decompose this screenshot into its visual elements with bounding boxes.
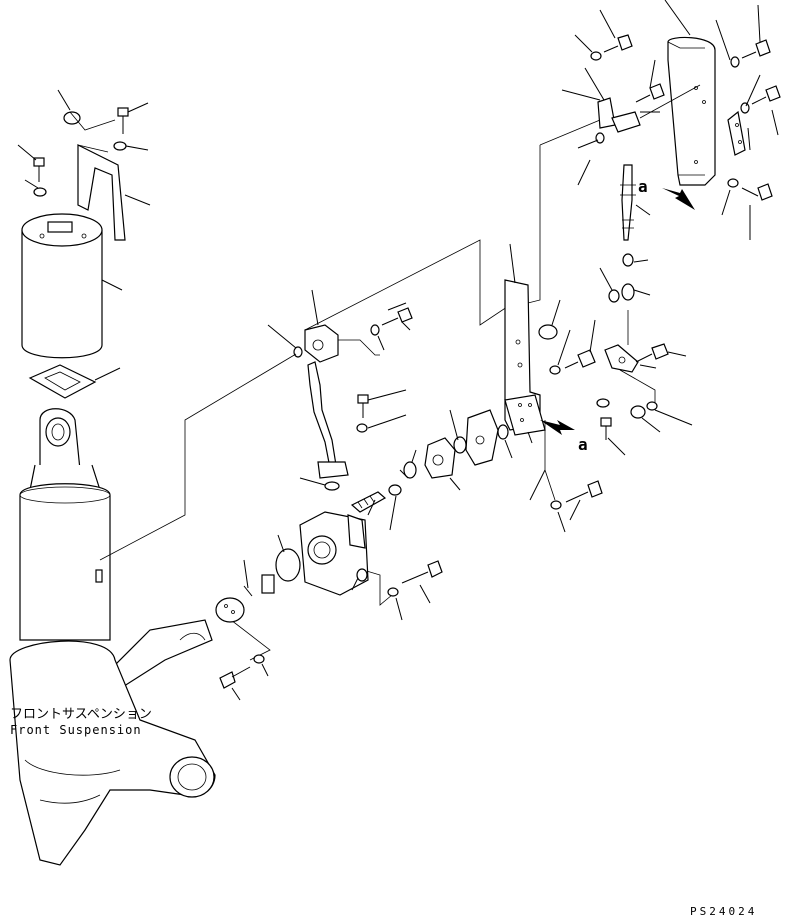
bolt bbox=[401, 560, 443, 584]
mounting-bracket bbox=[449, 243, 603, 533]
view-marker-a-top: a bbox=[638, 177, 648, 196]
bolt bbox=[600, 417, 612, 440]
bolt bbox=[603, 34, 633, 53]
bolt bbox=[565, 480, 603, 503]
pipe-assembly bbox=[267, 289, 380, 491]
bolt bbox=[219, 666, 251, 689]
bolt bbox=[117, 107, 129, 134]
front-suspension-label-jp: フロントサスペンション bbox=[10, 707, 152, 722]
front-suspension-body bbox=[9, 408, 216, 866]
cover-plate bbox=[561, 0, 781, 240]
bolt bbox=[635, 343, 669, 363]
valve-body bbox=[215, 302, 461, 701]
cable-assembly bbox=[596, 164, 693, 456]
bolt bbox=[357, 394, 369, 418]
bolt bbox=[751, 85, 781, 105]
bolt bbox=[741, 183, 773, 201]
bolt bbox=[33, 157, 45, 182]
connection-lines bbox=[99, 119, 656, 661]
bolt bbox=[381, 307, 413, 326]
bolt bbox=[635, 83, 665, 103]
view-marker-a-mid: a bbox=[578, 435, 588, 454]
front-suspension-label-en: Front Suspension bbox=[10, 723, 142, 737]
drawing-code: PS24024 bbox=[690, 905, 757, 918]
bolt bbox=[741, 39, 771, 59]
reservoir-tank bbox=[17, 89, 151, 399]
bolt bbox=[564, 349, 596, 369]
